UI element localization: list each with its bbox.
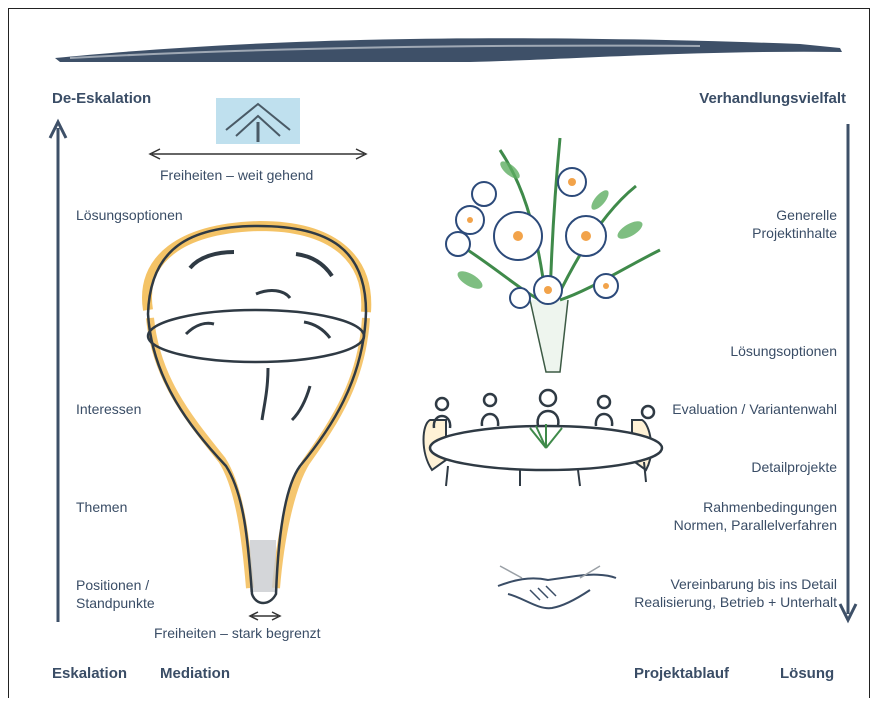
step-evaluation: Evaluation / Variantenwahl: [672, 400, 837, 418]
flower-bouquet-icon: [446, 138, 660, 372]
step-rahmenbedingungen: Rahmenbedingungen: [703, 498, 837, 516]
left-vertical-arrow: [50, 122, 66, 622]
heading-eskalation: Eskalation: [52, 665, 127, 682]
narrow-freedom-arrow: [250, 612, 280, 620]
step-detailprojekte: Detailprojekte: [751, 458, 837, 476]
step-vereinbarung: Vereinbarung bis ins Detail: [670, 575, 837, 593]
wide-freedom-arrow: [150, 149, 366, 159]
step-realisierung: Realisierung, Betrieb + Unterhalt: [634, 593, 837, 611]
step-normen: Normen, Parallelverfahren: [674, 516, 837, 534]
funnel-drawing: [147, 226, 366, 603]
top-swoosh: [55, 38, 842, 62]
handshake-icon: [498, 566, 616, 608]
level-interessen: Interessen: [76, 400, 141, 418]
heading-mediation: Mediation: [160, 665, 230, 682]
level-standpunkte: Standpunkte: [76, 594, 155, 612]
heading-de-eskalation: De-Eskalation: [52, 90, 151, 107]
step-projektinhalte: Projektinhalte: [752, 224, 837, 242]
tree-sketch-icon: [216, 98, 300, 144]
meeting-table-icon: [424, 390, 663, 486]
level-positionen: Positionen /: [76, 576, 149, 594]
heading-projektablauf: Projektablauf: [634, 665, 729, 682]
step-generelle: Generelle: [776, 206, 837, 224]
level-loesungsoptionen: Lösungsoptionen: [76, 206, 183, 224]
heading-verhandlungsvielfalt: Verhandlungsvielfalt: [699, 90, 846, 107]
heading-loesung: Lösung: [780, 665, 834, 682]
right-vertical-arrow: [840, 124, 856, 620]
caption-freedom-wide: Freiheiten – weit gehend: [160, 166, 313, 184]
step-loesungsoptionen: Lösungsoptionen: [730, 342, 837, 360]
level-themen: Themen: [76, 498, 127, 516]
caption-freedom-limited: Freiheiten – stark begrenzt: [154, 624, 321, 642]
